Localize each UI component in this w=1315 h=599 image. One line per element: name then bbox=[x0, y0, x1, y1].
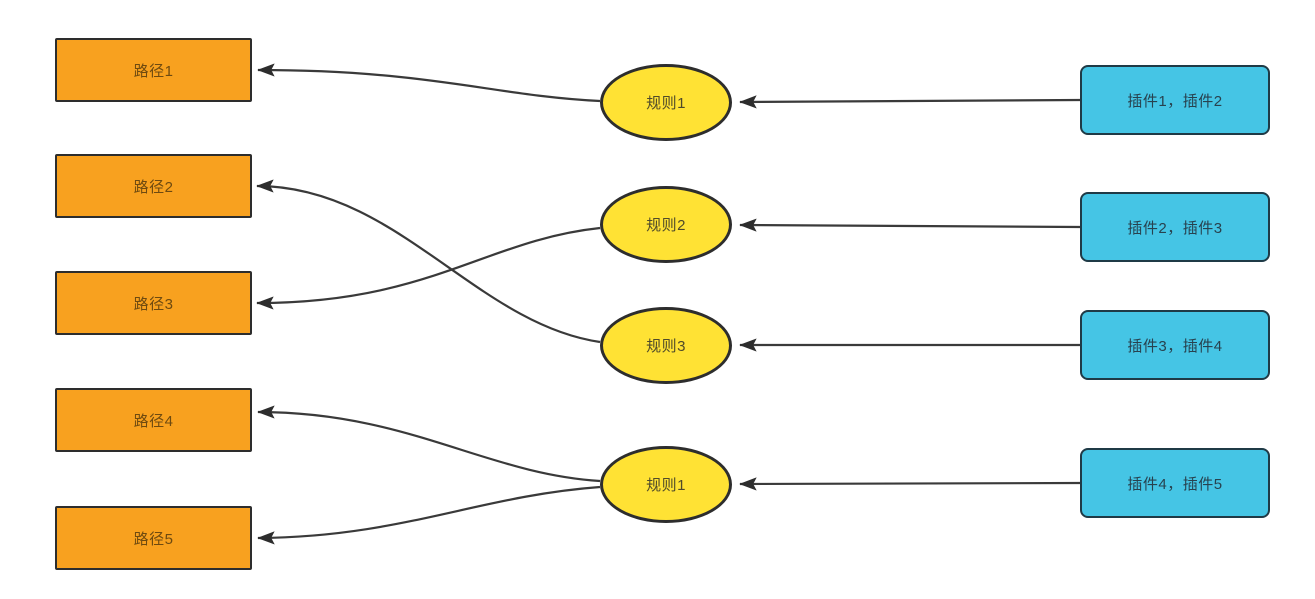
path-node-1: 路径1 bbox=[55, 38, 252, 102]
plugin-node-1-label: 插件1，插件2 bbox=[1127, 92, 1223, 110]
edge-plugin2-to-rule2 bbox=[739, 218, 1081, 232]
path-node-5-label: 路径5 bbox=[133, 530, 174, 548]
edge-plugin1-to-rule1 bbox=[739, 95, 1081, 109]
rule-node-1: 规则1 bbox=[600, 64, 732, 141]
edge-rule1-to-path1 bbox=[257, 63, 601, 103]
path-node-4: 路径4 bbox=[55, 388, 252, 452]
path-node-1-label: 路径1 bbox=[133, 62, 174, 80]
edge-rule4-to-path4 bbox=[257, 405, 601, 483]
rule-node-1-label: 规则1 bbox=[646, 95, 686, 112]
path-node-4-label: 路径4 bbox=[133, 412, 174, 430]
edge-rule2-to-path3 bbox=[256, 226, 601, 310]
plugin-node-4: 插件4，插件5 bbox=[1080, 448, 1270, 518]
plugin-node-2-label: 插件2，插件3 bbox=[1127, 219, 1223, 237]
path-node-3: 路径3 bbox=[55, 271, 252, 335]
rule-node-4: 规则1 bbox=[600, 446, 732, 523]
path-node-2: 路径2 bbox=[55, 154, 252, 218]
path-node-3-label: 路径3 bbox=[133, 295, 174, 313]
edge-rule3-to-path2 bbox=[256, 179, 601, 344]
plugin-node-1: 插件1，插件2 bbox=[1080, 65, 1270, 135]
rule-node-2: 规则2 bbox=[600, 186, 732, 263]
path-node-5: 路径5 bbox=[55, 506, 252, 570]
rule-node-3-label: 规则3 bbox=[646, 338, 686, 355]
plugin-node-2: 插件2，插件3 bbox=[1080, 192, 1270, 262]
rule-node-2-label: 规则2 bbox=[646, 217, 686, 234]
rule-node-3: 规则3 bbox=[600, 307, 732, 384]
plugin-node-3-label: 插件3，插件4 bbox=[1127, 337, 1223, 355]
plugin-node-4-label: 插件4，插件5 bbox=[1127, 475, 1223, 493]
path-node-2-label: 路径2 bbox=[133, 178, 174, 196]
rule-node-4-label: 规则1 bbox=[646, 477, 686, 494]
edge-rule4-to-path5 bbox=[257, 485, 601, 545]
edge-plugin4-to-rule4 bbox=[739, 477, 1081, 491]
plugin-node-3: 插件3，插件4 bbox=[1080, 310, 1270, 380]
